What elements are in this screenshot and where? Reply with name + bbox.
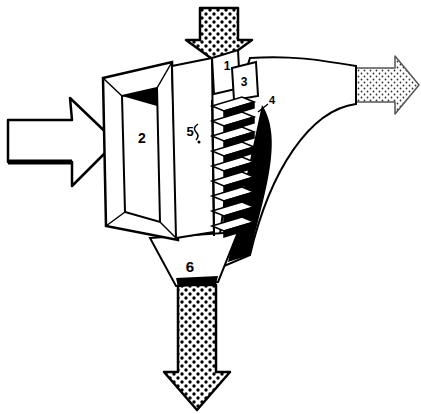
outlet-arrow: [356, 56, 419, 114]
drain-arrow: [164, 285, 230, 410]
filter-shadow: [122, 88, 157, 106]
inlet-arrow: [8, 98, 116, 186]
leader-line: [258, 104, 268, 112]
callout-number: 2: [138, 131, 146, 145]
leader-squiggle: [194, 124, 198, 140]
callout-number: 5: [186, 125, 193, 138]
frame-bevel: [157, 62, 172, 88]
inlet-arrow-shade: [8, 160, 72, 165]
mixing-chamber: [172, 58, 214, 238]
frame-bevel: [106, 212, 125, 226]
filter-opening: [122, 88, 160, 222]
coil-edge: [212, 100, 214, 236]
drain-pan: [150, 232, 238, 286]
callout-number: 4: [269, 95, 275, 106]
callout-number: 1: [224, 60, 231, 72]
callout-number: 3: [241, 76, 248, 88]
coil-fins: [212, 97, 254, 237]
drain-pan-shade: [176, 276, 218, 287]
callout-number: 6: [186, 259, 194, 274]
filter-frame: [103, 62, 178, 240]
frame-bevel: [103, 78, 122, 96]
leader-dot: [198, 141, 201, 144]
coil-header: [232, 62, 258, 100]
